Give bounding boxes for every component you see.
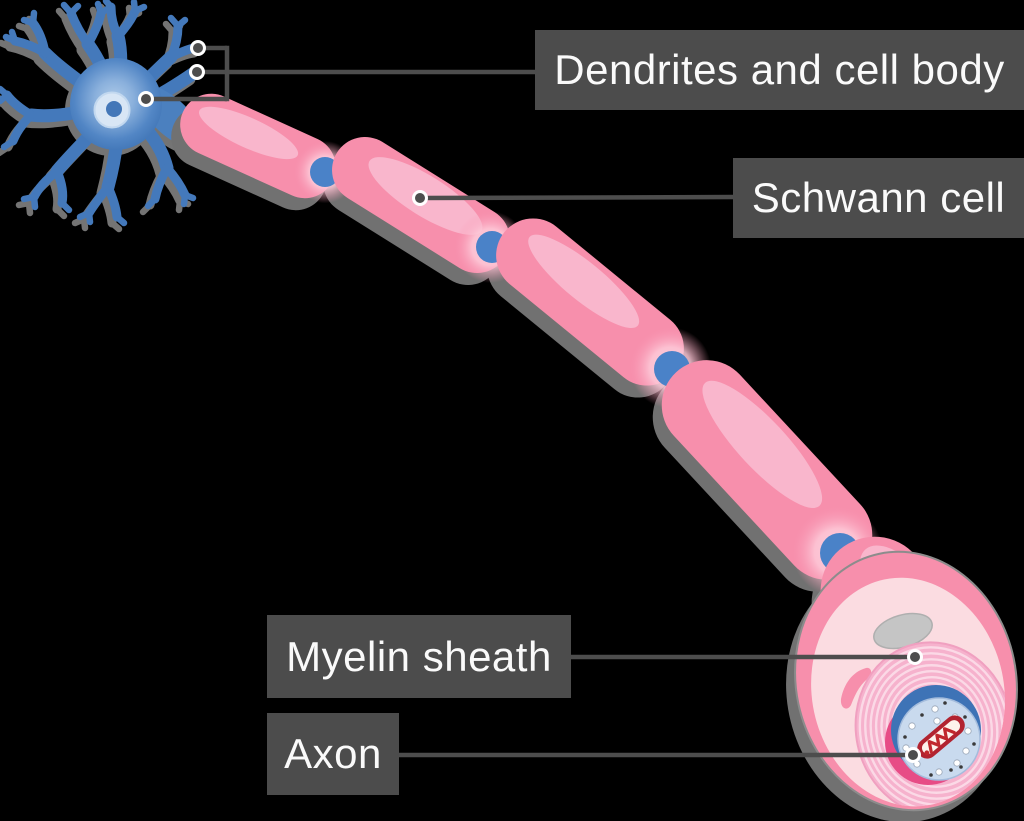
- cytoplasm-fold: [840, 667, 872, 709]
- mitochondrion: [917, 715, 965, 759]
- label-myelin-sheath: Myelin sheath: [267, 615, 571, 698]
- leader-dot: [907, 649, 923, 665]
- nucleolus: [106, 101, 122, 117]
- leader-dot: [905, 747, 921, 763]
- leader-dot: [189, 64, 205, 80]
- leader-dot: [190, 40, 206, 56]
- leader-dots: [138, 40, 923, 763]
- axon-cross-section: [786, 550, 1018, 821]
- leader-line-schwann: [419, 194, 736, 201]
- label-axon: Axon: [267, 713, 399, 795]
- leader-dot: [138, 91, 154, 107]
- leader-lines: [146, 45, 915, 758]
- leader-dot: [412, 190, 428, 206]
- label-dendrites-and-cell-body: Dendrites and cell body: [535, 30, 1024, 110]
- neuron: [0, 1, 199, 229]
- label-schwann-cell: Schwann cell: [733, 158, 1024, 238]
